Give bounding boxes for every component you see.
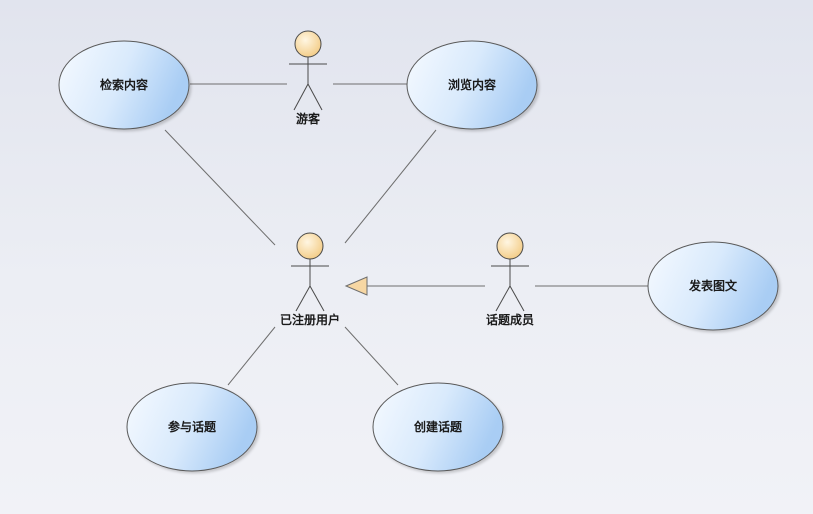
use-case-browse[interactable]: 浏览内容 xyxy=(406,40,538,130)
actor-topic-member-label: 话题成员 xyxy=(486,312,534,327)
actor-registered-user[interactable]: 已注册用户 xyxy=(280,232,340,327)
use-case-browse-label: 浏览内容 xyxy=(448,77,496,92)
actor-topic-member-head-icon xyxy=(496,232,524,260)
associations xyxy=(164,83,649,386)
assoc-search-registered xyxy=(164,129,276,246)
generalization-arrowhead xyxy=(344,276,368,296)
use-case-create[interactable]: 创建话题 xyxy=(372,382,504,472)
use-case-publish[interactable]: 发表图文 xyxy=(647,241,779,331)
use-case-search[interactable]: 检索内容 xyxy=(58,40,190,130)
assoc-browse-registered xyxy=(344,129,437,244)
actor-registered-user-head-icon xyxy=(296,232,324,260)
actor-topic-member[interactable]: 话题成员 xyxy=(486,232,534,327)
use-case-create-label: 创建话题 xyxy=(413,419,463,434)
actor-guest-label: 游客 xyxy=(296,111,321,126)
actor-registered-user-label: 已注册用户 xyxy=(280,312,340,327)
use-case-publish-label: 发表图文 xyxy=(688,278,738,293)
assoc-registered-join xyxy=(227,326,276,386)
use-case-join[interactable]: 参与话题 xyxy=(126,382,258,472)
assoc-registered-create xyxy=(344,326,399,386)
use-case-join-label: 参与话题 xyxy=(168,419,217,434)
actor-guest-head-icon xyxy=(294,30,322,58)
use-case-search-label: 检索内容 xyxy=(100,77,148,92)
actor-guest[interactable]: 游客 xyxy=(289,30,327,126)
